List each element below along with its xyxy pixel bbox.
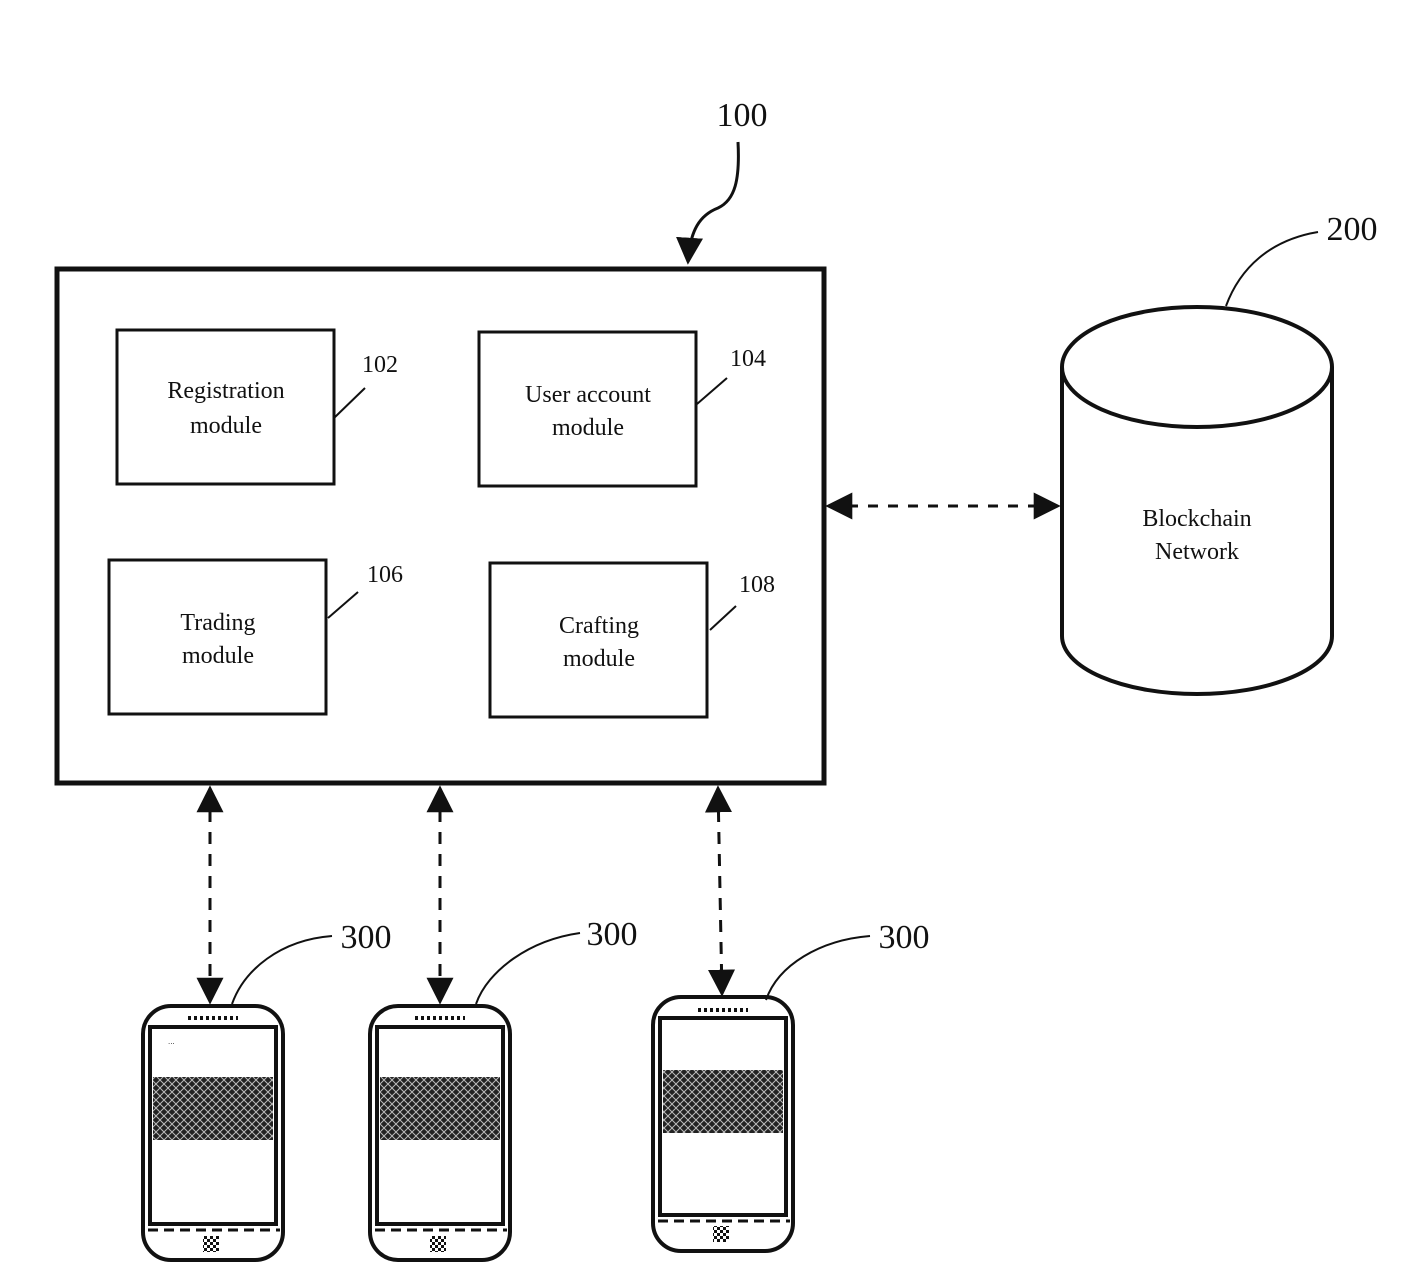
module-label-line2: module: [552, 415, 624, 441]
module-label-line1: Crafting: [559, 613, 639, 639]
leader-line: [476, 933, 580, 1004]
module-label-line2: module: [190, 413, 262, 439]
leader-line: [232, 936, 332, 1004]
module-label-line2: module: [182, 643, 254, 669]
module-ref-label: 104: [730, 346, 766, 372]
screen-banner: [663, 1070, 783, 1133]
leader-line: [710, 606, 736, 630]
leader-line: [766, 936, 870, 1000]
module-label-line2: module: [563, 646, 635, 672]
crafting-module: Crafting module 108: [490, 563, 775, 717]
status-text: ···: [168, 1040, 175, 1048]
device-connector-3: [718, 788, 722, 994]
module-ref-label: 106: [367, 562, 403, 588]
system-ref-label: 100: [717, 97, 768, 134]
leader-line: [697, 378, 727, 404]
module-ref-label: 102: [362, 352, 398, 378]
blockchain-network: Blockchain Network 200: [1062, 211, 1378, 694]
leader-line: [328, 592, 358, 618]
blockchain-ref-label: 200: [1327, 211, 1378, 248]
device-ref-label: 300: [879, 919, 930, 956]
mobile-device-2: 300: [370, 916, 638, 1260]
screen-banner: [153, 1077, 273, 1140]
home-button: [430, 1236, 446, 1252]
user-account-module: User account module 104: [479, 332, 766, 486]
system-ref-arrow: [688, 142, 738, 262]
mobile-device-3: 300: [653, 919, 930, 1251]
leader-line: [334, 388, 365, 418]
home-button: [713, 1226, 729, 1242]
module-label-line1: User account: [525, 382, 651, 408]
screen-banner: [380, 1077, 500, 1140]
trading-module: Trading module 106: [109, 560, 403, 714]
module-label-line1: Trading: [180, 610, 255, 636]
device-ref-label: 300: [587, 916, 638, 953]
home-button: [203, 1236, 219, 1252]
mobile-device-1: ··· 300: [143, 919, 392, 1260]
leader-line: [1226, 232, 1318, 306]
blockchain-label-line2: Network: [1155, 539, 1239, 565]
module-label-line1: Registration: [167, 378, 284, 404]
registration-module: Registration module 102: [117, 330, 398, 484]
device-ref-label: 300: [341, 919, 392, 956]
module-ref-label: 108: [739, 572, 775, 598]
blockchain-label-line1: Blockchain: [1142, 506, 1251, 532]
